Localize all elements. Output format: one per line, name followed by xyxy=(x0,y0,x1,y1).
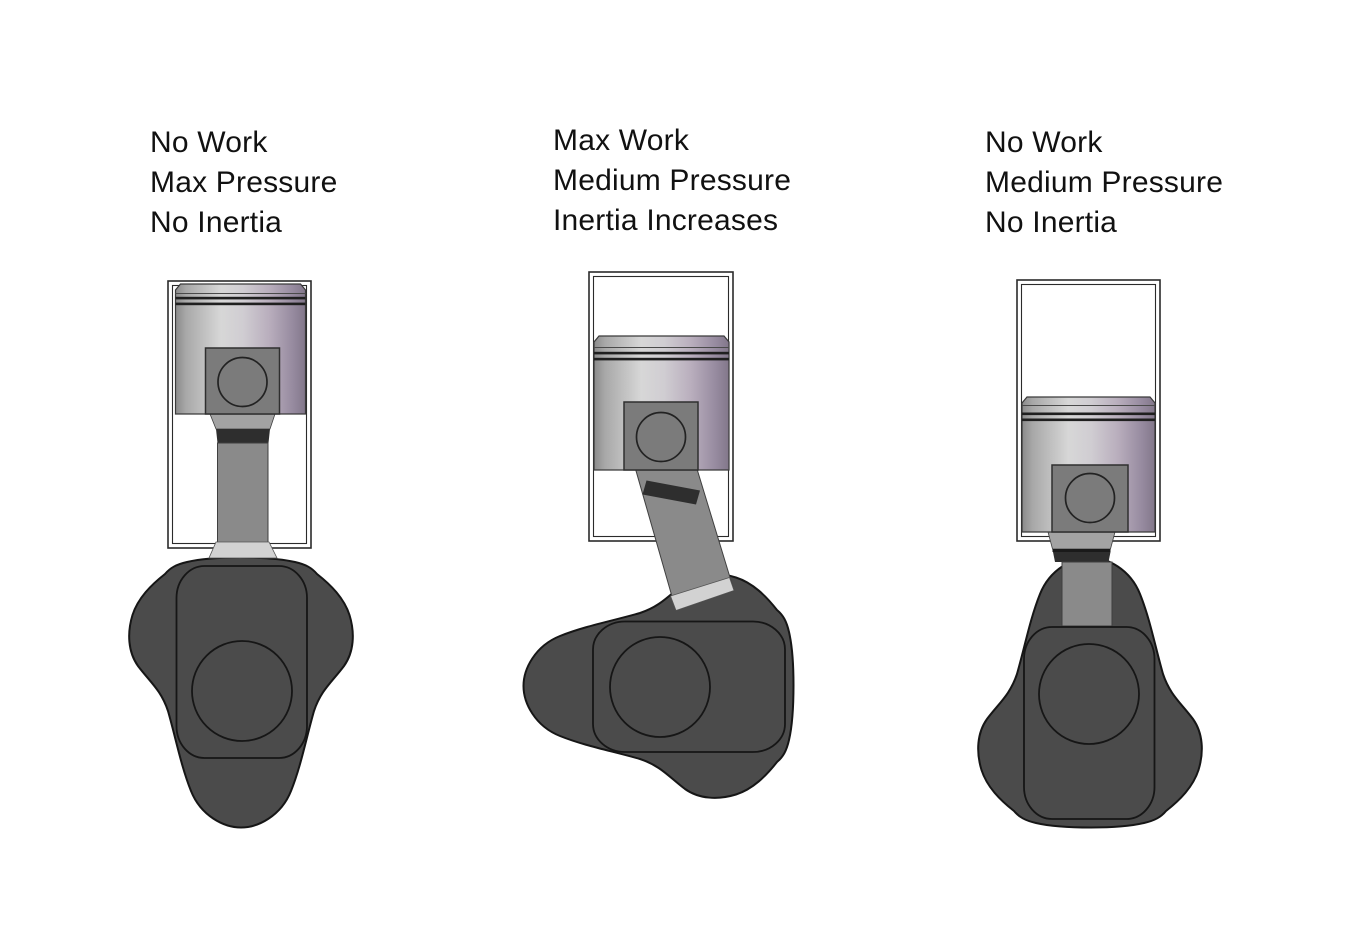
figure1-label: No Work Max Pressure No Inertia xyxy=(150,123,337,243)
connecting-rod xyxy=(634,468,735,612)
piston xyxy=(1021,396,1156,533)
figure1-label-line3: No Inertia xyxy=(150,206,283,239)
connecting-rod xyxy=(1047,531,1116,627)
crankshaft xyxy=(128,556,354,829)
figure3-label-line3: No Inertia xyxy=(985,206,1118,239)
figure1-label-line2: Max Pressure xyxy=(150,166,338,199)
figure3-label: No Work Medium Pressure No Inertia xyxy=(985,123,1223,243)
piston-assembly-top-dead-center xyxy=(128,280,354,829)
crankshaft xyxy=(522,573,795,799)
piston-assembly-bottom-dead-center xyxy=(977,279,1203,829)
piston xyxy=(593,335,730,471)
figure3-label-line1: No Work xyxy=(985,126,1103,159)
wrist-pin xyxy=(635,411,687,463)
wrist-pin xyxy=(1064,472,1116,524)
piston xyxy=(174,283,307,415)
figure2-label-line3: Inertia Increases xyxy=(553,204,779,237)
figure2-label: Max Work Medium Pressure Inertia Increas… xyxy=(553,121,791,241)
wrist-pin xyxy=(217,356,268,408)
piston-assembly-mid-stroke xyxy=(522,271,795,799)
figure1-label-line1: No Work xyxy=(150,126,268,159)
connecting-rod xyxy=(208,413,278,559)
figure2-label-line2: Medium Pressure xyxy=(553,164,792,197)
figure3-label-line2: Medium Pressure xyxy=(985,166,1224,199)
figure2-label-line1: Max Work xyxy=(553,124,690,157)
